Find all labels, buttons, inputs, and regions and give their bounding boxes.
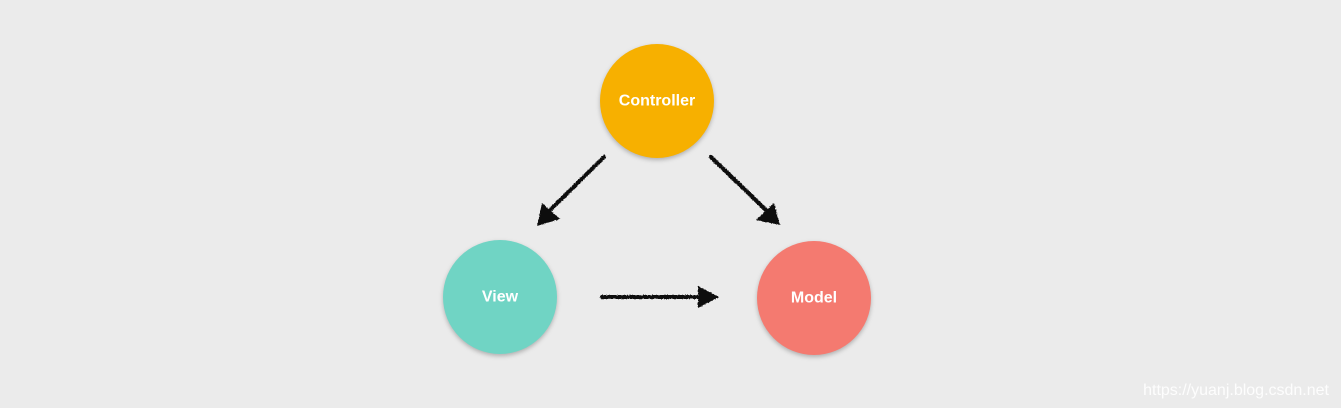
model-label: Model [791,290,837,307]
arrow-controller-to-view [537,155,606,226]
node-model: Model [757,241,871,355]
watermark-text: https://yuanj.blog.csdn.net [1143,382,1329,399]
node-controller: Controller [600,44,714,158]
view-label: View [482,289,519,306]
controller-label: Controller [619,93,695,110]
model-circle [757,241,871,355]
arrow-controller-to-model [709,155,780,225]
node-view: View [443,240,557,354]
arrows-group [537,155,780,308]
controller-circle [600,44,714,158]
arrow-view-to-model [600,286,719,308]
view-circle [443,240,557,354]
